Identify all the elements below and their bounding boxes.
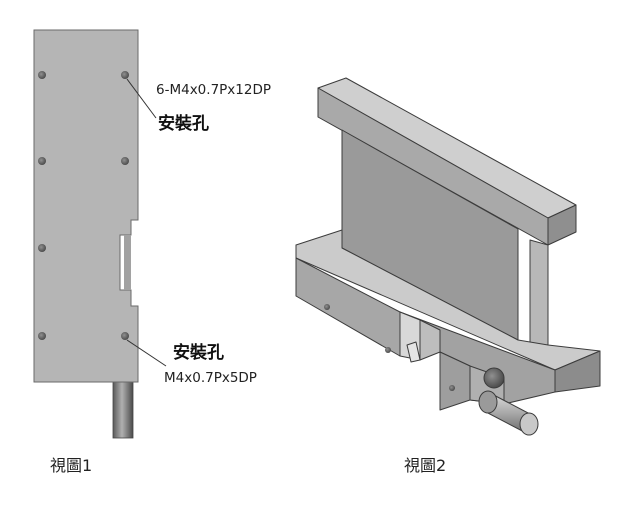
- view1-hole-2: [121, 71, 129, 79]
- view2-hole-3: [449, 385, 455, 391]
- view1-hole-7: [121, 332, 129, 340]
- view1-plate-drawing: [33, 29, 167, 439]
- view1-hole-spec-bottom: M4x0.7Px5DP: [164, 370, 257, 386]
- view1-hole-spec-top: 6-M4x0.7Px12DP: [156, 82, 272, 98]
- view1-leader-top: [126, 78, 157, 119]
- view1-hole-3: [38, 157, 46, 165]
- view1-hole-label-top: 安裝孔: [158, 114, 209, 134]
- view1-notch-shadow: [124, 235, 131, 290]
- view2-bracket-drawing: [295, 77, 601, 436]
- view1-plate-body: [33, 29, 139, 383]
- view2-web-end: [529, 239, 549, 351]
- view2-hole-1: [324, 304, 330, 310]
- view2-key-tab: [406, 341, 421, 363]
- view2-caption: 視圖2: [404, 456, 447, 475]
- view2-shaft: [478, 390, 539, 436]
- view1-hole-6: [38, 332, 46, 340]
- view1-shaft: [112, 377, 134, 439]
- view1-hole-1: [38, 71, 46, 79]
- view2-top-flange-end: [547, 204, 577, 246]
- view1-hole-label-bottom: 安裝孔: [173, 343, 224, 363]
- view1-leader-bottom: [126, 339, 167, 367]
- view1-hole-4: [121, 157, 129, 165]
- view2-bore: [483, 367, 505, 389]
- view1-hole-5: [38, 244, 46, 252]
- view2-base-end: [554, 350, 601, 393]
- view2-hole-2: [385, 347, 391, 353]
- view1-caption: 視圖1: [50, 456, 93, 475]
- view2-base-top: [295, 229, 601, 371]
